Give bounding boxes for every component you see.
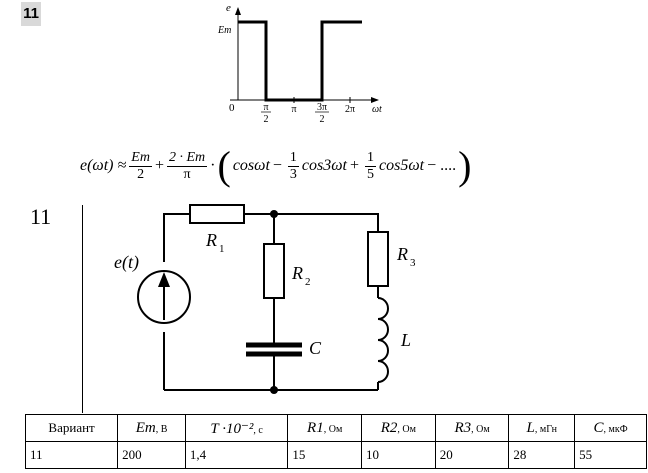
r1-sub: 1 bbox=[219, 243, 225, 255]
r3-label: R bbox=[396, 244, 408, 264]
cell-em: 200 bbox=[117, 441, 186, 469]
fraction-1-over-3: 1 3 bbox=[287, 149, 299, 183]
header-unit: , Ом bbox=[471, 423, 490, 435]
header-main: T ·10⁻² bbox=[210, 420, 254, 437]
fraction-numerator: 1 bbox=[287, 149, 299, 167]
table-row: 11 200 1,4 15 10 20 28 55 bbox=[24, 441, 647, 469]
fraction-em-over-2: Em 2 bbox=[129, 150, 152, 183]
fraction-denominator: 2 bbox=[137, 166, 145, 182]
fourier-series-formula: e(ωt) ≈ Em 2 + 2 · Em π · ( cosωt − 1 3 … bbox=[80, 142, 473, 190]
formula-tail: − .... bbox=[427, 157, 457, 174]
fraction-numerator: 2 · Em bbox=[166, 149, 208, 167]
open-paren: ( bbox=[217, 143, 231, 188]
fraction-numerator: 1 bbox=[365, 149, 377, 167]
header-main: Em bbox=[135, 419, 156, 436]
node-bottom bbox=[270, 386, 278, 394]
fraction-denominator: π bbox=[183, 166, 191, 182]
formula-lhs: e(ωt) ≈ bbox=[80, 157, 127, 174]
header-main: L bbox=[526, 419, 535, 436]
source-label: e(t) bbox=[114, 252, 139, 273]
fraction-denominator: 3 bbox=[289, 166, 297, 182]
cell-t: 1,4 bbox=[184, 441, 289, 469]
plus-sign: + bbox=[350, 157, 360, 174]
cell-c: 55 bbox=[574, 441, 647, 469]
cell-variant: 11 bbox=[24, 441, 119, 469]
r3-sub: 3 bbox=[410, 257, 416, 269]
cos-term-1: cosωt bbox=[232, 157, 270, 174]
divider-line bbox=[82, 205, 83, 413]
pi-label: π bbox=[291, 104, 296, 115]
resistor-r1 bbox=[189, 204, 245, 224]
wire-top bbox=[244, 213, 379, 232]
dot-operator: · bbox=[210, 157, 216, 174]
plus-sign: + bbox=[154, 157, 164, 174]
r2-label: R bbox=[291, 263, 303, 283]
circuit-number: 11 bbox=[30, 204, 52, 229]
square-wave-plot: e Em 0 π 2 π 3π 2 2π ωt bbox=[217, 2, 382, 125]
fraction-denominator: 5 bbox=[367, 166, 375, 182]
header-variant: Вариант bbox=[24, 414, 119, 442]
three-pi-half-num: 3π bbox=[317, 102, 327, 113]
pi-half-den: 2 bbox=[264, 114, 269, 125]
cell-r2: 10 bbox=[361, 441, 436, 469]
c-label: C bbox=[309, 338, 322, 358]
y-axis-label: e bbox=[226, 2, 231, 14]
header-unit: , Ом bbox=[323, 423, 343, 435]
em-tick-label: Em bbox=[217, 25, 231, 36]
cos-term-5: cos5ωt bbox=[379, 157, 425, 174]
fraction-numerator: Em bbox=[129, 149, 152, 167]
close-paren: ) bbox=[458, 143, 472, 188]
parameters-table: Вариант Em, В T ·10⁻², с R1, Ом R2, Ом R… bbox=[24, 414, 647, 469]
source-arrow-head bbox=[158, 272, 170, 287]
square-wave-line bbox=[238, 20, 362, 102]
header-c: C, мкФ bbox=[574, 414, 647, 442]
two-pi-label: 2π bbox=[345, 104, 355, 115]
r1-label: R bbox=[205, 230, 217, 250]
resistor-r3 bbox=[367, 231, 389, 287]
header-l: L, мГн bbox=[508, 414, 576, 442]
header-unit: , мГн bbox=[534, 423, 557, 435]
header-main: R1 bbox=[307, 419, 324, 436]
header-r2: R2, Ом bbox=[361, 414, 436, 442]
node-top bbox=[270, 210, 278, 218]
header-unit: , мкФ bbox=[603, 423, 628, 435]
fraction-1-over-5: 1 5 bbox=[365, 149, 377, 183]
circuit-diagram: e(t) R 1 R 2 R 3 C L bbox=[114, 204, 416, 394]
fraction-2em-over-pi: 2 · Em π bbox=[166, 149, 208, 183]
header-unit: , с bbox=[253, 424, 263, 436]
header-main: R3 bbox=[454, 419, 472, 436]
three-pi-half-den: 2 bbox=[320, 114, 325, 125]
inductor-coil bbox=[377, 297, 389, 383]
header-unit: , Ом bbox=[397, 423, 416, 435]
header-r1: R1, Ом bbox=[287, 414, 363, 442]
origin-label: 0 bbox=[229, 102, 235, 114]
header-unit: , В bbox=[155, 423, 168, 435]
problem-number-badge: 11 bbox=[21, 2, 41, 26]
wire-left-top bbox=[163, 213, 190, 262]
cell-r1: 15 bbox=[287, 441, 363, 469]
header-em: Em, В bbox=[117, 414, 186, 442]
header-main: C bbox=[593, 419, 604, 436]
resistor-r2 bbox=[263, 243, 285, 299]
minus-sign: − bbox=[272, 157, 282, 174]
header-r3: R3, Ом bbox=[434, 414, 510, 442]
cell-l: 28 bbox=[508, 441, 576, 469]
r2-sub: 2 bbox=[305, 276, 311, 288]
cos-term-3: cos3ωt bbox=[301, 157, 347, 174]
pi-half-num: π bbox=[263, 102, 268, 113]
header-t: T ·10⁻², с bbox=[184, 414, 289, 442]
table-header-row: Вариант Em, В T ·10⁻², с R1, Ом R2, Ом R… bbox=[24, 414, 647, 442]
header-main: R2 bbox=[380, 419, 398, 436]
x-axis-label: ωt bbox=[372, 104, 382, 115]
cell-r3: 20 bbox=[434, 441, 510, 469]
l-label: L bbox=[400, 330, 411, 350]
